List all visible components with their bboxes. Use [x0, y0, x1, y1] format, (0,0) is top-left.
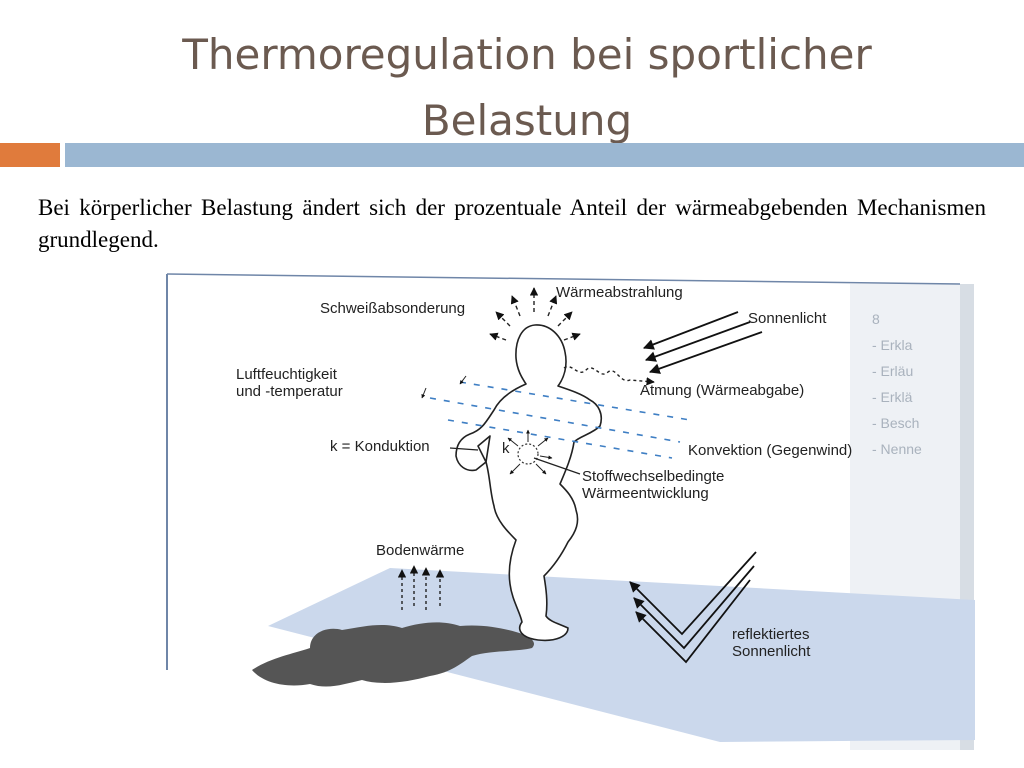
label-conduction: k = Konduktion — [330, 438, 430, 455]
label-sunlight: Sonnenlicht — [748, 310, 827, 327]
runner-figure — [455, 324, 603, 642]
metabolic-pointer — [533, 457, 581, 475]
label-convection: Konvektion (Gegenwind) — [688, 442, 853, 459]
background-item: - Erklä — [872, 389, 913, 405]
background-item: - Erläu — [872, 363, 914, 379]
title-accent-bar-blue — [65, 143, 1024, 167]
convection-lines — [429, 381, 691, 459]
background-section-number: 8 — [872, 311, 880, 327]
conduction-pointer — [449, 447, 479, 451]
reflected-sunlight-arrows — [629, 551, 757, 664]
ground-heat-arrows — [397, 565, 445, 610]
label-heat-radiation: Wärmeabstrahlung — [556, 284, 683, 301]
sunlight-arrows — [642, 311, 763, 374]
humidity-pointer-2 — [459, 375, 467, 385]
title-accent-bar-orange — [0, 143, 60, 167]
background-item: - Erkla — [872, 337, 913, 353]
label-k-marker: k — [502, 440, 510, 457]
label-reflected-sunlight: reflektiertes Sonnenlicht — [732, 626, 811, 660]
background-item: - Nenne — [872, 441, 922, 457]
radiation-arrows — [489, 287, 581, 341]
label-ground-heat: Bodenwärme — [376, 542, 465, 559]
runner-shadow — [252, 622, 535, 687]
background-item: - Besch — [872, 415, 920, 431]
breathing-arrow — [563, 365, 655, 386]
metabolic-core-marker — [517, 443, 539, 465]
title-line-1: Thermoregulation bei sportlicher — [182, 30, 872, 79]
metabolic-arrows — [507, 429, 553, 475]
humidity-pointer — [421, 387, 427, 399]
label-humidity-temperature: Luftfeuchtigkeit und -temperatur — [236, 366, 343, 400]
figure-drawing — [166, 273, 975, 750]
slide-title: Thermoregulation bei sportlicher Belastu… — [0, 22, 1024, 154]
label-sweat-secretion: Schweißabsonderung — [320, 300, 466, 317]
background-page-text: 8 - Erkla - Erläu - Erklä - Besch - Nenn… — [872, 306, 922, 462]
title-line-2: Belastung — [421, 96, 633, 145]
intro-paragraph: Bei körperlicher Belastung ändert sich d… — [38, 195, 986, 252]
label-metabolic-heat: Stoffwechselbedingte Wärmeentwicklung — [582, 468, 725, 502]
figure-frame-top — [166, 273, 961, 285]
label-breathing: Atmung (Wärmeabgabe) — [640, 382, 805, 399]
ground-plane — [268, 568, 975, 742]
thermoregulation-figure: Schweißabsonderung Wärmeabstrahlung Sonn… — [160, 270, 975, 750]
